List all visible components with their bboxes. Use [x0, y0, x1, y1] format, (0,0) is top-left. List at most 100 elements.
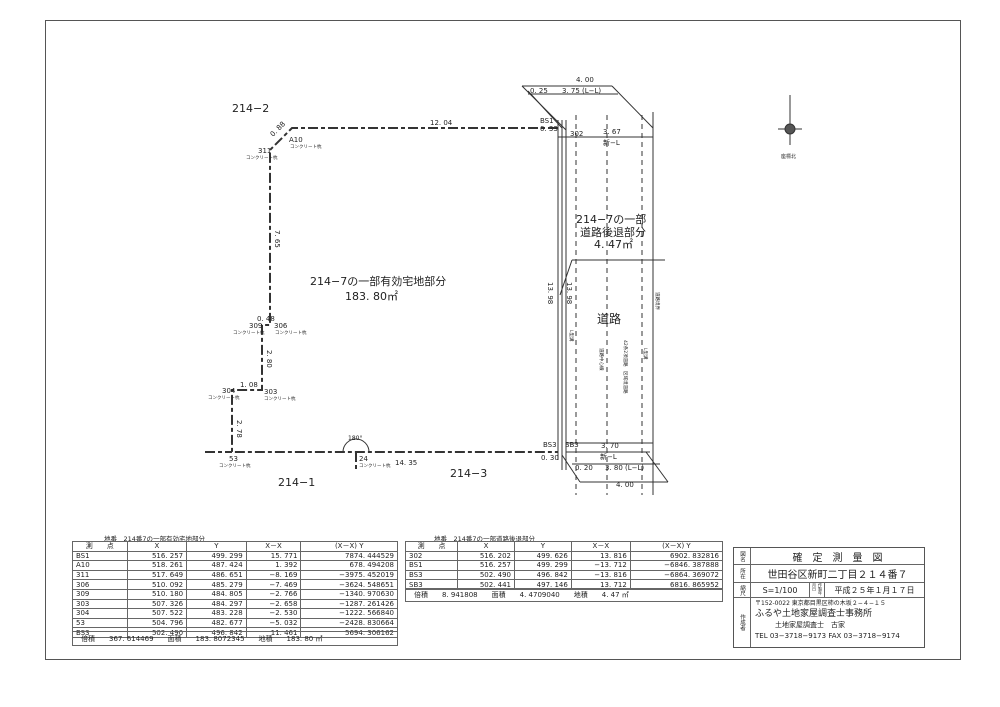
- table-cell: 487. 424: [186, 560, 247, 571]
- setback-area: 4. 47㎡: [594, 238, 633, 251]
- label: 3. 70: [601, 442, 619, 450]
- table-cell: BS3: [404, 569, 459, 581]
- table-cell: 309: [72, 588, 128, 600]
- table-cell: 678. 494208: [300, 560, 398, 571]
- date: 平成２５年１月１７日: [834, 585, 915, 595]
- table-cell: 507. 326: [126, 598, 188, 610]
- label: 2. 78: [235, 420, 243, 438]
- label: 0. 25: [530, 87, 548, 95]
- column-header: Y: [513, 541, 572, 552]
- north-label: 座標北: [781, 153, 796, 160]
- label: BS1: [540, 117, 554, 125]
- label: 304: [222, 387, 236, 395]
- table-cell: 53: [72, 617, 128, 629]
- location: 世田谷区新町二丁目２１４番７: [767, 570, 908, 581]
- table-cell: −1222. 566840: [300, 608, 398, 619]
- label: 新−L: [600, 452, 617, 461]
- label: 倍積: [414, 591, 428, 599]
- column-header: 測 点: [72, 541, 128, 552]
- angle-arc: [342, 438, 370, 453]
- label: 面積: [491, 591, 506, 599]
- label: コンクリート杭: [264, 395, 296, 402]
- label: A10: [289, 136, 303, 144]
- table-cell: 499. 626: [513, 550, 572, 562]
- table-cell: 486. 651: [186, 569, 247, 581]
- road-label: 道路: [597, 311, 621, 326]
- table-cell: 504. 796: [126, 617, 188, 629]
- table-cell: −5. 032: [245, 617, 302, 629]
- table-cell: −6864. 369072: [629, 569, 724, 581]
- label: 53: [229, 455, 238, 463]
- label: 道路中心線: [598, 348, 605, 371]
- table-cell: 484. 297: [186, 598, 247, 610]
- table-cell: 303: [72, 598, 128, 610]
- table-cell: 483. 228: [186, 608, 247, 619]
- label: 311: [258, 147, 271, 155]
- label: 13. 98: [565, 282, 573, 304]
- table-cell: 485. 279: [186, 579, 247, 590]
- label: L型溝: [568, 330, 575, 342]
- label: 3. 80 (L−L): [605, 464, 644, 472]
- address: 〒152-0022 東京都目黒区柿の木坂２−４−１５: [755, 600, 886, 607]
- table-cell: 7874. 444529: [300, 550, 398, 562]
- label: 180°: [348, 435, 362, 442]
- label: 作製年月日: [812, 583, 825, 597]
- lot-boundary: [205, 127, 558, 470]
- column-header: X－X: [245, 541, 302, 552]
- drawing-title: 確 定 測 量 図: [792, 552, 883, 564]
- boundary-line: [231, 127, 558, 453]
- label: 新−L: [603, 138, 620, 147]
- label: 地積: [573, 591, 588, 599]
- label: 地積: [258, 634, 273, 643]
- table-cell: −1340. 970630: [300, 588, 398, 600]
- table-cell: 499. 299: [513, 560, 572, 571]
- label: 4. 00: [576, 76, 594, 84]
- label: 306: [274, 322, 288, 330]
- label: 図名: [734, 548, 751, 564]
- label: 倍積: [81, 634, 95, 643]
- table-cell: −2. 766: [245, 588, 302, 600]
- table-cell: 507. 522: [126, 608, 188, 619]
- label: 4. 00: [616, 481, 634, 489]
- scale: S=1/100: [751, 583, 810, 597]
- drawing-frame: [45, 20, 961, 660]
- main-area-value: 183. 80㎡: [345, 290, 398, 303]
- table-cell: 518. 261: [126, 560, 188, 571]
- setback-label-1: 214−7の一部: [576, 212, 646, 226]
- table-cell: 304: [72, 608, 128, 619]
- label: 7. 65: [273, 230, 281, 248]
- table-cell: −13. 712: [570, 560, 631, 571]
- column-header: (X－X) Y: [629, 541, 724, 552]
- label: 367. 614469: [109, 634, 154, 643]
- table-cell: −6846. 387888: [629, 560, 724, 571]
- label: コンクリート杭: [233, 329, 265, 336]
- table-cell: 510. 092: [126, 579, 188, 590]
- table-cell: −2428. 830664: [300, 617, 398, 629]
- table-cell: −2. 530: [245, 608, 302, 619]
- label: 24: [359, 455, 368, 463]
- label: L型溝: [642, 348, 649, 360]
- label: 4. 4709040: [519, 591, 560, 599]
- label: 42条2項道路 区域境道路: [622, 340, 629, 394]
- label: 302: [570, 130, 583, 138]
- label: 309: [249, 322, 262, 330]
- label: コンクリート杭: [219, 462, 251, 469]
- table-cell: 484. 805: [186, 588, 247, 600]
- label: 14. 35: [395, 459, 417, 467]
- column-header: X: [457, 541, 515, 552]
- table-cell: −1287. 261426: [300, 598, 398, 610]
